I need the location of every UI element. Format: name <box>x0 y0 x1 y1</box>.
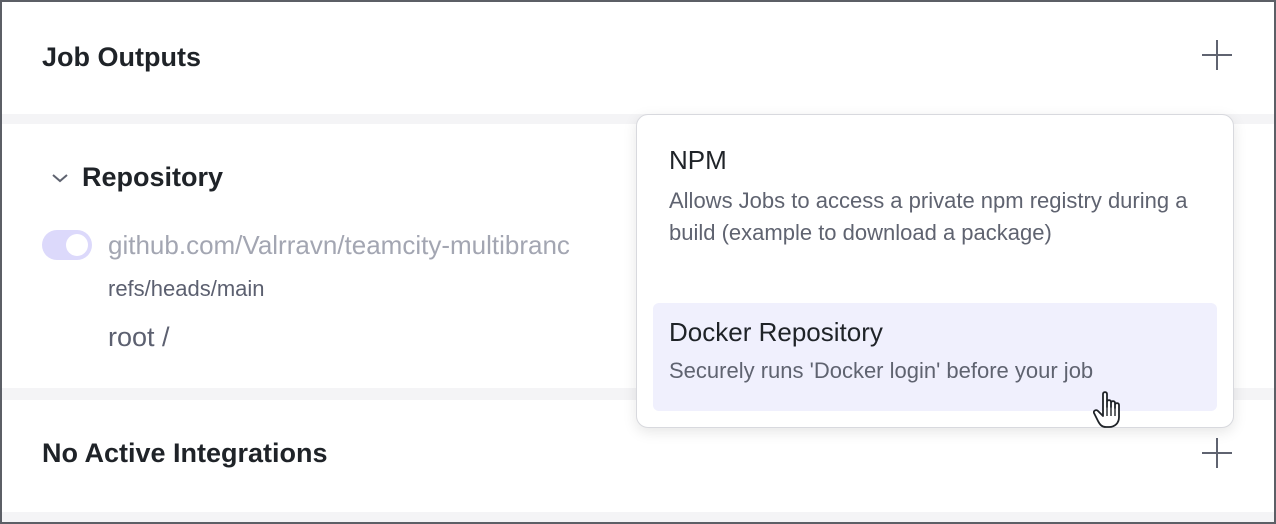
add-integration-plus-icon[interactable] <box>1202 438 1232 468</box>
dropdown-item-description: Securely runs 'Docker login' before your… <box>669 358 1094 383</box>
dropdown-item-npm[interactable]: NPM Allows Jobs to access a private npm … <box>653 131 1217 299</box>
repository-root-path: root / <box>108 322 170 352</box>
toggle-knob <box>66 234 88 256</box>
add-job-output-plus-icon[interactable] <box>1202 40 1232 70</box>
repository-branch: refs/heads/main <box>108 276 265 301</box>
repository-url-link[interactable]: github.com/Valrravn/teamcity-multibranc <box>108 230 570 260</box>
dropdown-item-title: NPM <box>669 145 727 175</box>
dropdown-item-docker-repository[interactable]: Docker Repository Securely runs 'Docker … <box>653 303 1217 411</box>
repository-toggle[interactable] <box>42 230 92 260</box>
hand-pointer-cursor-icon <box>1093 391 1120 428</box>
integration-type-dropdown: NPM Allows Jobs to access a private npm … <box>636 114 1234 428</box>
repository-title: Repository <box>82 162 224 192</box>
job-outputs-title: Job Outputs <box>42 42 201 72</box>
dropdown-item-description: Allows Jobs to access a private npm regi… <box>669 188 1188 245</box>
dropdown-item-title: Docker Repository <box>669 317 883 347</box>
chevron-down-icon[interactable] <box>50 168 70 188</box>
job-outputs-section: Job Outputs <box>2 2 1274 114</box>
integrations-title: No Active Integrations <box>42 438 328 468</box>
